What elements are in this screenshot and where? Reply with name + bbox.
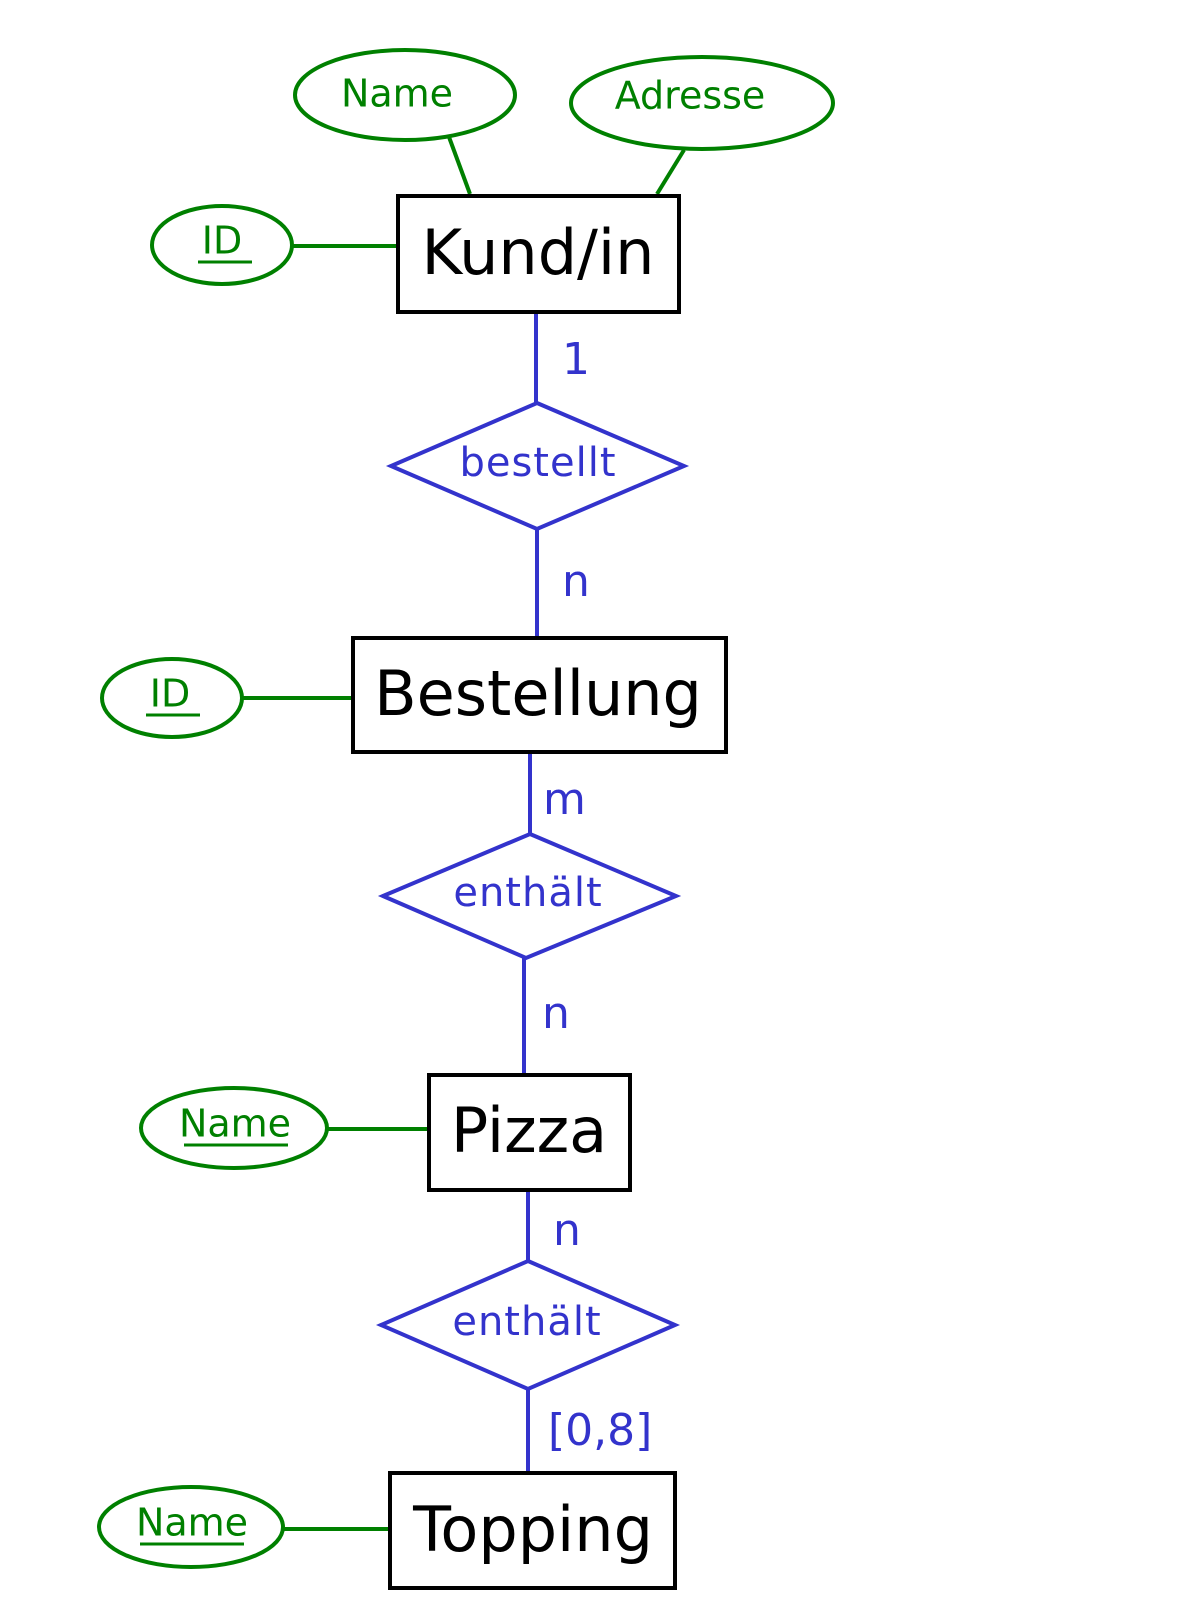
attribute-label-key: ID [202,219,242,263]
connector-kunde-name [447,136,472,195]
cardinality-pizza-enthaelt: n [553,1205,581,1256]
attribute-label: Adresse [615,74,766,118]
relationship-label: enthält [452,1299,601,1345]
attribute-connectors [240,136,686,1531]
entity-label: Kund/in [422,216,655,289]
attribute-label-key: Name [179,1102,291,1146]
attribute-label-key: Name [136,1501,248,1545]
entity-label: Topping [412,1493,653,1566]
relationship-label: bestellt [459,440,616,486]
entity-kunde: Kund/in [396,194,681,314]
cardinality-kunde-bestellt: 1 [562,334,590,385]
cardinality-bestellt-bestellung: n [562,556,590,607]
cardinality-bestellung-enthaelt: m [543,774,586,825]
attribute-kunde-name: Name [293,48,517,142]
relationship-connectors [522,314,539,1472]
connector-kunde-adresse [655,148,686,196]
attribute-bestellung-id: ID [100,657,244,739]
entity-label: Pizza [451,1094,607,1167]
entity-pizza: Pizza [427,1073,632,1192]
relationship-bestellung-pizza: enthält [377,831,682,961]
entity-bestellung: Bestellung [351,636,728,754]
attribute-pizza-name: Name [139,1086,329,1170]
cardinality-enthaelt-pizza: n [542,988,570,1039]
attribute-kunde-adresse: Adresse [569,55,835,151]
cardinality-enthaelt-topping: [0,8] [548,1405,652,1456]
entity-label: Bestellung [374,657,702,730]
entity-topping: Topping [388,1471,677,1590]
relationship-pizza-topping: enthält [375,1258,681,1392]
attribute-topping-name: Name [97,1485,285,1569]
relationship-bestellt: bestellt [385,400,690,532]
attribute-kunde-id: ID [150,204,294,286]
attribute-label: Name [341,72,453,116]
cardinalities: 1 n m n n [0,8] [542,334,652,1456]
attribute-label-key: ID [150,672,190,716]
relationship-label: enthält [453,870,602,916]
